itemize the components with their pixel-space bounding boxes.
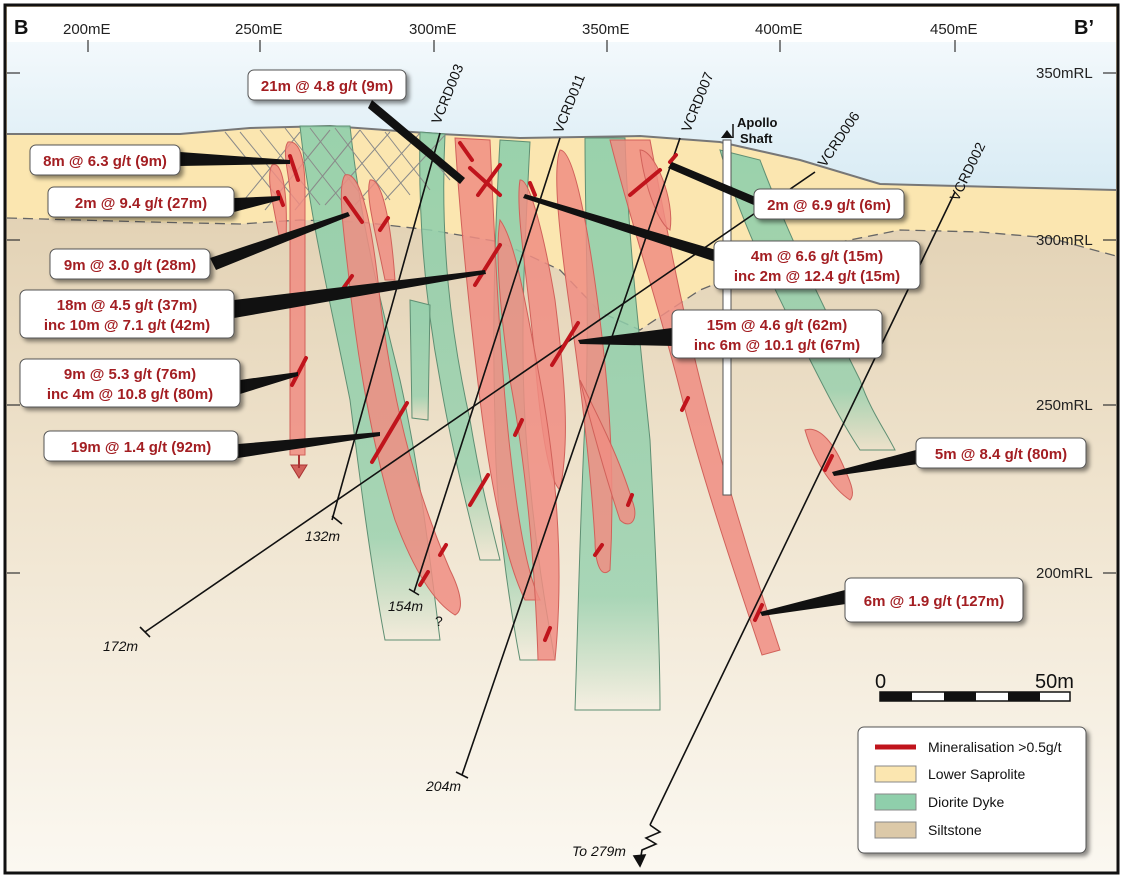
callout-box: [19, 358, 241, 408]
intercept-label: 18m @ 4.5 g/t (37m): [57, 297, 198, 314]
intercept-label: inc 4m @ 10.8 g/t (80m): [47, 386, 213, 403]
drill-trace-vcrd011: [413, 137, 561, 593]
callout-box: [43, 430, 239, 462]
callout-box: [844, 577, 1024, 623]
callout-box: [713, 240, 921, 290]
intercept-label: 2m @ 9.4 g/t (27m): [75, 195, 207, 212]
shaft-collar-icon: [721, 130, 733, 138]
scale-end-label: 50m: [1035, 671, 1074, 693]
callout-box: [671, 309, 883, 359]
easting-label: 300mE: [409, 21, 457, 38]
easting-label: 350mE: [582, 21, 630, 38]
easting-labels: 200mE 250mE 300mE 350mE 400mE 450mE: [63, 21, 978, 38]
callout-box: [29, 144, 181, 176]
lode-7: [497, 218, 560, 661]
drill-trace-vcrd003: [331, 132, 441, 521]
lode-10: [639, 149, 672, 231]
elevation-labels: 350mRL 300mRL 250mRL 200mRL: [1036, 65, 1093, 582]
easting-label: 450mE: [930, 21, 978, 38]
hole-depth-vcrd003: 132m: [305, 528, 340, 544]
elevation-label: 300mRL: [1036, 232, 1093, 249]
drill-trace-vcrd007: [461, 137, 681, 776]
hole-depth-vcrd011: 154m: [388, 598, 423, 614]
intercept-label: inc 10m @ 7.1 g/t (42m): [44, 317, 210, 334]
legend-swatch-diorite: [874, 793, 917, 811]
intercept-label: 21m @ 4.8 g/t (9m): [261, 78, 393, 95]
diorite-dyke-central-a: [419, 131, 501, 561]
hole-end-tick: [455, 771, 469, 779]
legend-label: Lower Saprolite: [928, 766, 1025, 782]
intercept-label: 8m @ 6.3 g/t (9m): [43, 153, 167, 170]
intercept-label: 15m @ 4.6 g/t (62m): [707, 317, 848, 334]
shaft-label-line2: Shaft: [740, 131, 773, 146]
intercept-callouts: [19, 69, 1087, 623]
callout-box: [753, 188, 905, 220]
legend-swatch-siltstone: [874, 821, 917, 839]
hole-depth-vcrd007: 204m: [425, 778, 461, 794]
scale-start-label: 0: [875, 671, 886, 693]
scale-bar: 0 50m: [875, 671, 1074, 702]
intercept-label: inc 6m @ 10.1 g/t (67m): [694, 337, 860, 354]
callout-box: [47, 186, 235, 218]
easting-label: 400mE: [755, 21, 803, 38]
saprolite-boundary: [6, 217, 1117, 331]
lode-11: [579, 379, 636, 525]
intercept-label: 6m @ 1.9 g/t (127m): [864, 593, 1005, 610]
lode-5: [454, 137, 541, 601]
uncertain-mark: ?: [435, 613, 443, 629]
mineralised-intervals: [276, 141, 834, 642]
lode-9: [609, 139, 781, 656]
ground-surface: [7, 124, 1117, 191]
intercept-label: inc 2m @ 12.4 g/t (15m): [734, 268, 900, 285]
sky-area: [7, 20, 1116, 190]
hole-depth-vcrd006: 172m: [103, 638, 138, 654]
intercept-texts: 21m @ 4.8 g/t (9m) 8m @ 6.3 g/t (9m) 2m …: [43, 78, 1067, 610]
intercept-label: 9m @ 5.3 g/t (76m): [64, 366, 196, 383]
callout-box: [247, 69, 407, 101]
callout-box: [49, 248, 211, 280]
lode-8: [556, 149, 613, 573]
easting-label: 200mE: [63, 21, 111, 38]
elevation-label: 350mRL: [1036, 65, 1093, 82]
callout-leaders: [180, 100, 918, 616]
header-strip: [7, 7, 1116, 42]
intercept-label: 2m @ 6.9 g/t (6m): [767, 197, 891, 214]
section-start-label: B: [14, 17, 28, 39]
diorite-dyke-small: [409, 299, 431, 421]
drill-trace-vcrd002: [649, 191, 956, 826]
intercept-label: 9m @ 3.0 g/t (28m): [64, 257, 196, 274]
elevation-label: 200mRL: [1036, 565, 1093, 582]
drill-trace-continuation-squiggle: [639, 824, 662, 863]
legend-swatch-saprolite: [874, 765, 917, 783]
intercept-label: 4m @ 6.6 g/t (15m): [751, 248, 883, 265]
shaft-label-line1: Apollo: [737, 115, 777, 130]
callout-box: [915, 437, 1087, 469]
hole-depth-vcrd002: To 279m: [572, 843, 626, 859]
intercept-label: 5m @ 8.4 g/t (80m): [935, 446, 1067, 463]
intercept-label: 19m @ 1.4 g/t (92m): [71, 439, 212, 456]
hole-end-tick: [331, 515, 343, 525]
legend-items: Mineralisation >0.5g/t Lower Saprolite D…: [874, 739, 1062, 839]
grid-ticks: [7, 40, 1116, 574]
section-end-label: B’: [1074, 17, 1094, 39]
hole-end-tick: [408, 588, 420, 596]
callout-box: [19, 289, 235, 339]
easting-label: 250mE: [235, 21, 283, 38]
hole-end-tick: [139, 626, 151, 638]
arrow-down-icon: [632, 854, 647, 868]
legend-label: Mineralisation >0.5g/t: [928, 739, 1062, 755]
legend-label: Siltstone: [928, 822, 982, 838]
elevation-label: 250mRL: [1036, 397, 1093, 414]
legend-label: Diorite Dyke: [928, 794, 1004, 810]
